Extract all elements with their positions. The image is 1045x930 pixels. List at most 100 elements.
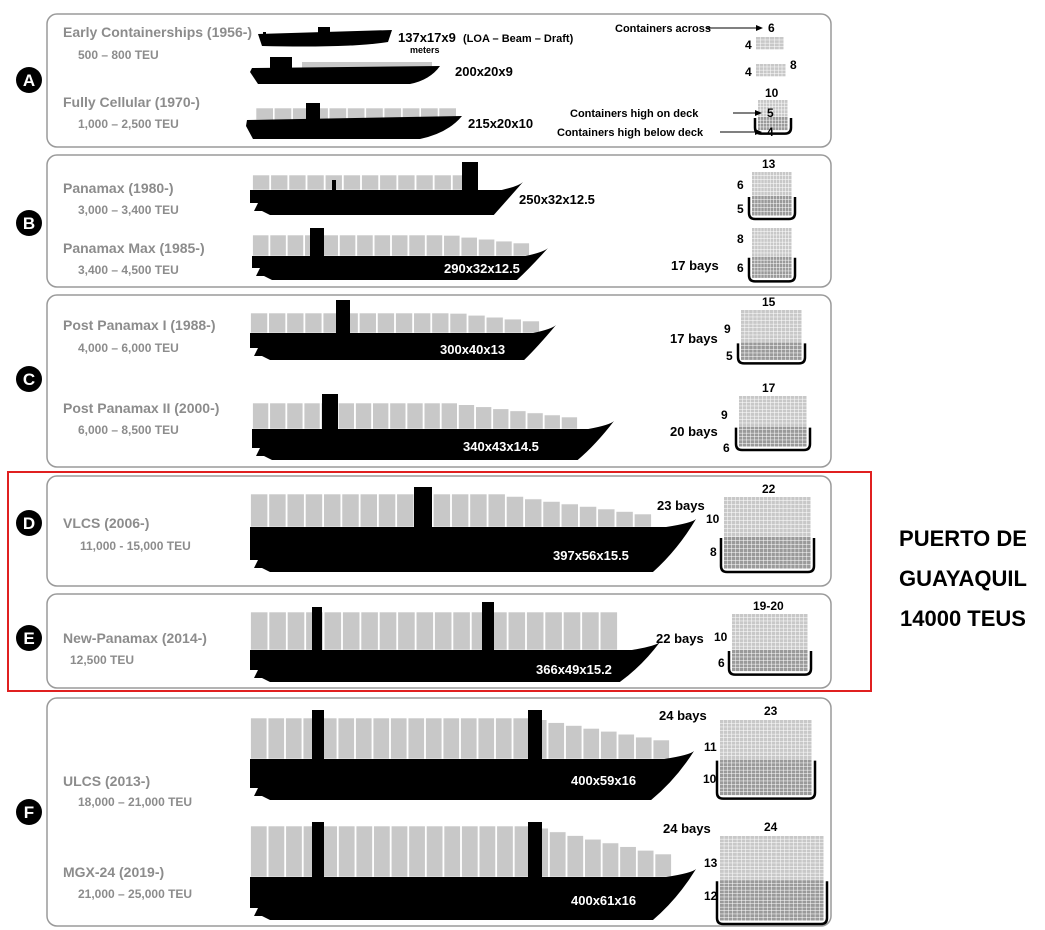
deck-container	[777, 328, 782, 332]
hold-container	[756, 650, 760, 654]
deck-container	[782, 110, 785, 114]
hold-container	[764, 657, 768, 661]
deck-container	[751, 525, 756, 529]
deck-container	[808, 738, 812, 742]
deck-container	[724, 870, 729, 873]
deck-container	[782, 70, 786, 74]
deck-container	[765, 324, 769, 328]
hold-container	[731, 553, 736, 557]
deck-container	[767, 509, 771, 513]
hold-container	[764, 274, 767, 278]
deck-container	[793, 846, 798, 850]
deck-container	[788, 720, 792, 724]
deck-container	[763, 399, 767, 403]
deck-container	[763, 67, 767, 70]
hold-container	[759, 545, 764, 549]
hold-container	[802, 897, 807, 901]
hold-container	[720, 781, 724, 785]
deck-container	[739, 416, 743, 420]
hold-container	[764, 127, 767, 131]
container-stack	[617, 733, 635, 760]
hold-container	[788, 664, 792, 668]
deck-container	[773, 242, 777, 246]
hold-container	[748, 664, 752, 668]
deck-container	[760, 730, 764, 734]
hold-container	[767, 545, 771, 549]
deck-container	[767, 419, 771, 423]
hold-container	[807, 553, 811, 557]
deck-container	[788, 192, 792, 196]
hold-container	[768, 774, 772, 778]
hold-container	[771, 430, 775, 433]
deck-container	[740, 617, 744, 621]
deck-container	[782, 100, 785, 103]
hold-container	[780, 657, 784, 661]
hold-container	[776, 260, 780, 264]
hold-container	[782, 117, 785, 120]
deck-container	[751, 423, 755, 427]
deck-container	[765, 335, 769, 339]
deck-container	[782, 253, 786, 257]
container-stack	[619, 846, 637, 878]
deck-container	[755, 529, 760, 533]
deck-container	[795, 416, 799, 420]
deck-container	[819, 842, 824, 846]
hold-container	[748, 668, 752, 672]
deck-container	[768, 632, 772, 636]
deck-container	[806, 863, 811, 867]
deck-container	[781, 310, 786, 314]
deck-container	[782, 180, 786, 184]
hold-container	[773, 356, 778, 360]
hold-container	[720, 792, 724, 796]
deck-container	[755, 399, 759, 403]
deck-container	[754, 856, 759, 860]
deck-container	[731, 521, 736, 525]
deck-container	[748, 624, 752, 628]
deck-container	[746, 842, 750, 846]
deck-container	[803, 423, 807, 427]
deck-container	[750, 846, 755, 850]
deck-container	[754, 849, 759, 853]
hold-container	[797, 342, 802, 346]
deck-container	[767, 836, 772, 839]
hold-container	[748, 777, 752, 781]
hold-container	[739, 426, 743, 430]
deck-container	[768, 628, 772, 632]
hold-container	[798, 907, 802, 911]
deck-container	[768, 730, 772, 734]
hold-container	[767, 541, 771, 545]
hold-container	[736, 759, 740, 763]
deck-container	[724, 839, 729, 843]
deck-container	[755, 533, 760, 537]
deck-container	[746, 863, 750, 867]
deck-container	[768, 752, 772, 756]
hold-container	[728, 890, 733, 894]
hold-container	[733, 890, 737, 894]
ship-labels: Early Containerships (1956-) 500 – 800 T…	[63, 24, 252, 901]
deck-container	[756, 614, 760, 618]
deck-container	[733, 870, 737, 873]
deck-container	[791, 423, 795, 427]
deck-container	[791, 497, 795, 501]
deck-container	[746, 839, 750, 843]
hold-container	[788, 256, 792, 260]
deck-container	[800, 741, 804, 745]
deck-container	[767, 188, 770, 192]
deck-container	[781, 313, 786, 317]
bridge-tower	[312, 822, 324, 878]
bays-label: 17 bays	[671, 258, 719, 273]
deck-container	[743, 529, 748, 533]
deck-container	[779, 509, 783, 513]
deck-container	[740, 624, 744, 628]
deck-container	[739, 396, 743, 399]
hold-container	[819, 887, 824, 890]
hold-container	[785, 264, 789, 268]
deck-container	[770, 37, 775, 40]
deck-container	[759, 836, 763, 839]
deck-container	[775, 521, 779, 525]
deck-container	[736, 756, 740, 760]
hold-container	[747, 430, 751, 433]
deck-container	[756, 632, 760, 636]
deck-container	[770, 253, 774, 257]
deck-container	[779, 249, 783, 253]
